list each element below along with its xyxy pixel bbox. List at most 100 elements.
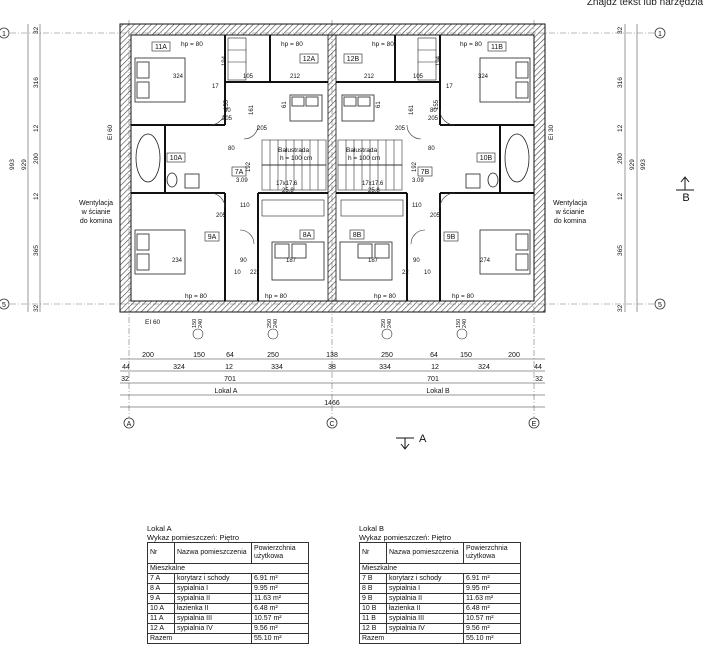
cell-name: sypialnia IV: [174, 623, 252, 634]
table-b-subtitle: Wykaz pomieszczeń: Piętro: [359, 533, 452, 542]
cell-area: 9.56 m²: [463, 623, 521, 634]
section-label-a: A: [419, 433, 427, 445]
cell-area: 6.48 m²: [251, 603, 309, 614]
dim: 80: [430, 108, 437, 114]
dim-b2: 324: [173, 364, 185, 371]
stairs-b-label-2: 25.8: [368, 188, 380, 194]
axis-label-c: C: [329, 421, 334, 428]
table-total-row: Razem 55.10 m²: [147, 633, 309, 644]
dim: 205: [222, 116, 233, 122]
dim-b2: 12: [225, 364, 233, 371]
dim: 324: [478, 74, 489, 80]
dim: 3.09: [236, 178, 248, 184]
dim-993-right: 993: [640, 159, 647, 170]
hp-label: hp = 80: [460, 41, 482, 48]
hp-label: hp = 80: [372, 41, 394, 48]
cell-nr: 11 B: [359, 613, 387, 624]
cell-nr: 11 A: [147, 613, 175, 624]
wardrobes: [227, 37, 437, 217]
opening-markers: [192, 328, 468, 340]
opening-4-w: 150: [456, 319, 462, 328]
dim-b1: 250: [381, 352, 393, 359]
cell-nr: 10 A: [147, 603, 175, 614]
dim-32a-right: 32: [617, 26, 624, 34]
cell-nr: 8 A: [147, 583, 175, 594]
dim: 105: [243, 74, 254, 80]
room-11b: 11B: [491, 44, 503, 51]
dim-316-left: 316: [33, 77, 40, 88]
lokal-a-dim: Lokal A: [215, 388, 238, 395]
section-marker-a: [396, 437, 414, 450]
balustrada-b: Balustrada: [346, 147, 377, 154]
section-label-b: B: [682, 192, 689, 204]
dim-b1: 64: [226, 352, 234, 359]
room-7b: 7B: [421, 169, 430, 176]
axis-label-1-right: 1: [658, 31, 662, 38]
table-b-header-name: Nazwa pomieszczenia: [386, 542, 464, 564]
dim-b1: 200: [142, 352, 154, 359]
cell-area: 10.57 m²: [463, 613, 521, 624]
balustrada-a-height: h = 100 cm: [280, 155, 312, 162]
cell-area: 11.63 m²: [463, 593, 521, 604]
dim-total: 1466: [324, 400, 340, 407]
vertical-dimensions: [27, 24, 638, 312]
axis-label-1-left: 1: [2, 31, 6, 38]
dim-316-right: 316: [617, 77, 624, 88]
room-table-b: Lokal B Wykaz pomieszczeń: Piętro Nr Naz…: [359, 524, 521, 644]
opening-1-w: 150: [192, 319, 198, 328]
opening-1-h: 240: [198, 319, 204, 328]
vent-right-1: Wentylacja: [553, 200, 587, 207]
total-area: 55.10 m²: [463, 633, 521, 644]
doors: [209, 109, 456, 245]
dim: 17: [212, 84, 219, 90]
cell-name: sypialnia I: [386, 583, 464, 594]
table-a-header-area: Powierzchnia użytkowa: [251, 542, 309, 564]
table-row: 10 A łazienka II 6.48 m²: [147, 603, 309, 614]
cell-area: 6.91 m²: [463, 573, 521, 584]
dim-b3: 701: [224, 376, 236, 383]
table-b-header-nr: Nr: [359, 542, 387, 564]
cell-area: 11.63 m²: [251, 593, 309, 604]
plan-annotations: hp = 80 hp = 80 hp = 80 hp = 80 hp = 80 …: [79, 41, 587, 326]
dim-b1: 138: [326, 352, 338, 359]
dim-12b-right: 12: [617, 192, 624, 200]
cell-name: sypialnia III: [174, 613, 252, 624]
cell-nr: 8 B: [359, 583, 387, 594]
room-8b: 8B: [353, 232, 362, 239]
table-a-title: Lokal A: [147, 524, 172, 533]
dim: 187: [368, 258, 379, 264]
dim-200-left: 200: [33, 153, 40, 164]
table-row: 9 A sypialnia II 11.63 m²: [147, 593, 309, 604]
dim: 274: [480, 258, 491, 264]
dim-12-right: 12: [617, 124, 624, 132]
dim-32b-right: 32: [617, 304, 624, 312]
cell-name: sypialnia II: [386, 593, 464, 604]
room-10a: 10A: [170, 155, 183, 162]
dim: 205: [430, 213, 441, 219]
total-area: 55.10 m²: [251, 633, 309, 644]
dim: 80: [228, 146, 235, 152]
dim: 110: [240, 203, 250, 209]
dim: 205: [395, 126, 406, 132]
table-row: 8 B sypialnia I 9.95 m²: [359, 583, 521, 594]
vent-right-3: do komina: [554, 218, 586, 225]
dim: 105: [413, 74, 424, 80]
opening-3-w: 250: [381, 319, 387, 328]
dim-b2: 12: [431, 364, 439, 371]
room-labels-a: 11A 12A 10A 7A 9A 8A: [151, 41, 319, 242]
dim: 3.09: [412, 178, 424, 184]
dim-b1: 250: [267, 352, 279, 359]
dim: 22: [402, 270, 409, 276]
dim-12-left: 12: [33, 124, 40, 132]
ei60-bottom: EI 60: [145, 319, 161, 326]
hp-label: hp = 80: [374, 293, 396, 300]
cell-area: 6.91 m²: [251, 573, 309, 584]
dim: 80: [224, 108, 231, 114]
inner-dimensions: 324 105 212 212 105 324 234 274 187 187 …: [172, 55, 491, 276]
table-row: 9 B sypialnia II 11.63 m²: [359, 593, 521, 604]
table-a-header-name: Nazwa pomieszczenia: [174, 542, 252, 564]
outer-walls: [119, 23, 546, 313]
table-row: 10 B łazienka II 6.48 m²: [359, 603, 521, 614]
dim: 192: [246, 161, 252, 172]
dim: 17: [446, 84, 453, 90]
